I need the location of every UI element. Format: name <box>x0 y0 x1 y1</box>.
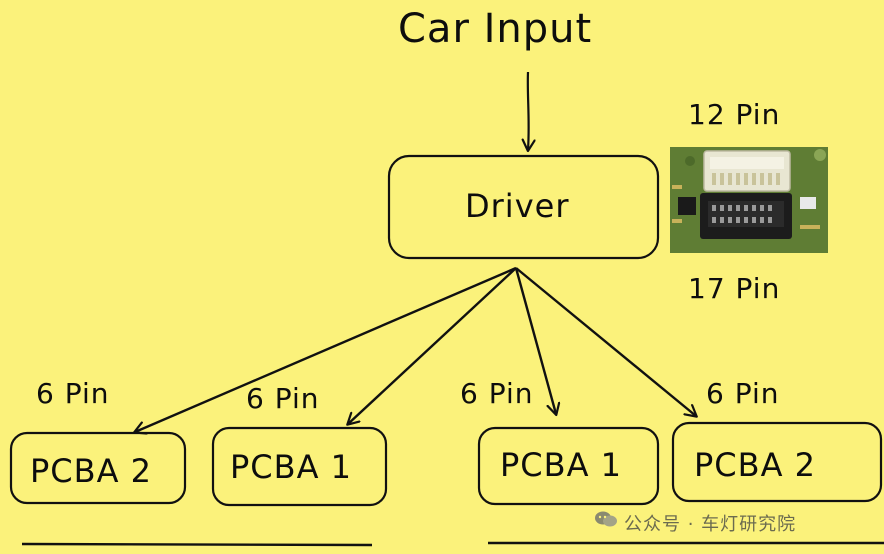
group-underline-left <box>21 542 373 547</box>
pcba-box-right-2 <box>671 421 883 503</box>
arrow-to-pcba2-left <box>135 266 517 432</box>
driver-box <box>387 154 660 260</box>
pin-label-left-1: 6 Pin <box>36 377 110 410</box>
input-arrow <box>528 71 529 150</box>
connector-bottom-label: 17 Pin <box>688 272 781 305</box>
arrow-to-pcba1-right <box>514 267 556 414</box>
pcba-label-right-2: PCBA 2 <box>694 446 817 484</box>
pcba-label-left-2: PCBA 1 <box>230 448 353 486</box>
watermark: 公众号 · 车灯研究院 <box>594 510 796 536</box>
pin-label-right-2: 6 Pin <box>706 377 780 410</box>
driver-label: Driver <box>465 187 570 225</box>
pcba-label-right-1: PCBA 1 <box>500 446 623 484</box>
pin-label-left-2: 6 Pin <box>246 382 320 415</box>
pin-label-right-1: 6 Pin <box>460 377 534 410</box>
wechat-icon <box>594 511 618 533</box>
diagram-title: Car Input <box>398 6 593 52</box>
pcba-label-left-1: PCBA 2 <box>30 452 153 490</box>
arrow-to-pcba1-left <box>348 267 517 424</box>
watermark-text: 公众号 · 车灯研究院 <box>624 514 797 535</box>
connector-top-label: 12 Pin <box>688 98 781 131</box>
connector-board-graphic <box>670 147 828 253</box>
pcba-box-left-1 <box>9 431 187 505</box>
pcba-box-right-1 <box>477 426 660 506</box>
connector-board-image <box>670 147 828 253</box>
pcba-box-left-2 <box>211 426 388 507</box>
arrow-to-pcba2-right <box>515 267 696 416</box>
